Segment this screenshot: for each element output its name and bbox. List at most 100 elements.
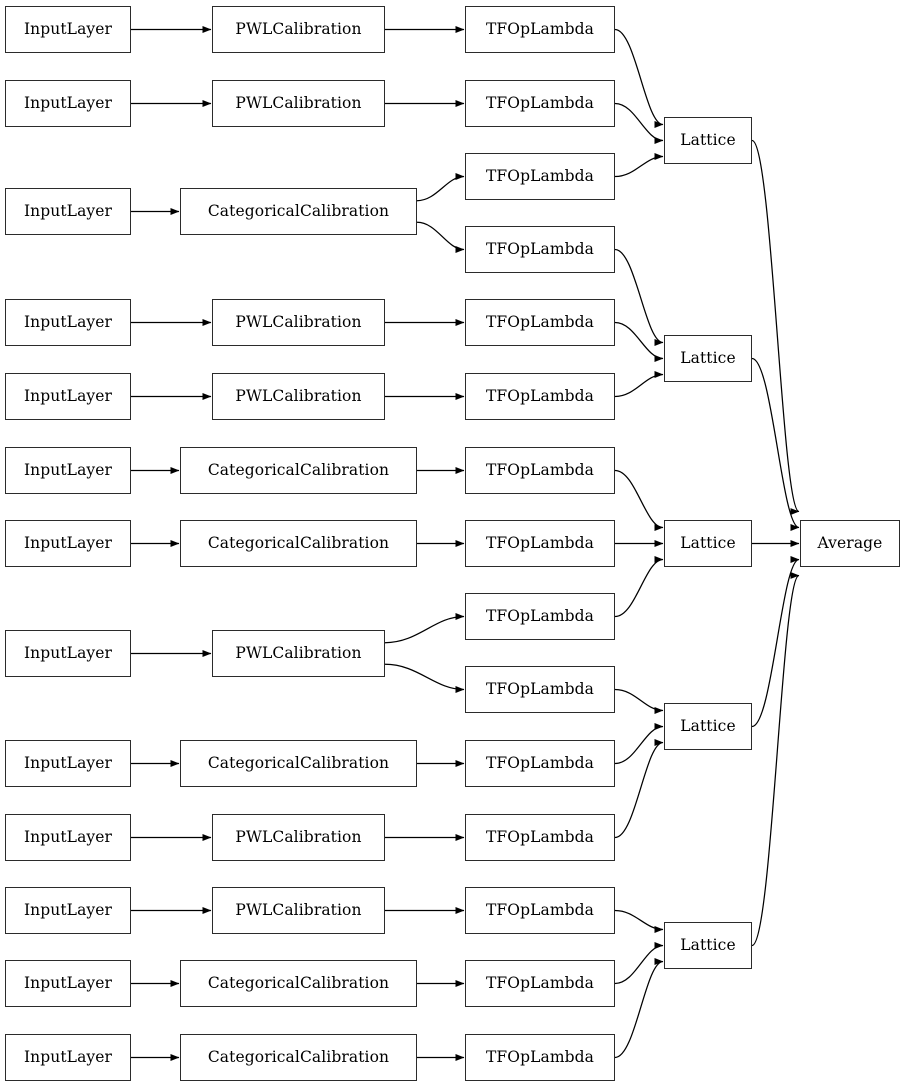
node-pwl-cal4[interactable]: PWLCalibration — [212, 373, 385, 420]
node-lattice-lat4[interactable]: Lattice — [664, 922, 752, 969]
node-label: TFOpLambda — [485, 312, 595, 331]
edge-cal2-to-op2 — [416, 173, 465, 202]
node-input-in11[interactable]: InputLayer — [5, 960, 131, 1007]
node-op-op3[interactable]: TFOpLambda — [465, 226, 615, 273]
node-label: TFOpLambda — [485, 973, 595, 992]
node-label: Lattice — [680, 533, 736, 552]
edge-op10-to-lat3 — [614, 723, 664, 765]
node-label: TFOpLambda — [485, 753, 595, 772]
node-op-op13[interactable]: TFOpLambda — [465, 960, 615, 1007]
node-input-in3[interactable]: InputLayer — [5, 299, 131, 346]
node-lattice-lat0[interactable]: Lattice — [664, 117, 752, 164]
node-label: TFOpLambda — [485, 900, 595, 919]
node-cat-cal2[interactable]: CategoricalCalibration — [180, 188, 417, 235]
node-cat-cal11[interactable]: CategoricalCalibration — [180, 960, 417, 1007]
node-pwl-cal9[interactable]: PWLCalibration — [212, 814, 385, 861]
edge-cal7-to-op8 — [384, 613, 465, 644]
edge-op11-to-lat3 — [614, 739, 664, 839]
node-input-in12[interactable]: InputLayer — [5, 1034, 131, 1081]
edge-op6-to-lat2 — [614, 469, 664, 531]
node-lattice-lat1[interactable]: Lattice — [664, 335, 752, 382]
node-op-op10[interactable]: TFOpLambda — [465, 740, 615, 787]
node-input-in9[interactable]: InputLayer — [5, 814, 131, 861]
node-label: Lattice — [680, 935, 736, 954]
node-label: Lattice — [680, 348, 736, 367]
node-input-in2[interactable]: InputLayer — [5, 188, 131, 235]
node-op-op1[interactable]: TFOpLambda — [465, 80, 615, 127]
node-label: TFOpLambda — [485, 679, 595, 698]
node-input-in10[interactable]: InputLayer — [5, 887, 131, 934]
node-label: TFOpLambda — [485, 93, 595, 112]
node-label: TFOpLambda — [485, 166, 595, 185]
node-label: TFOpLambda — [485, 533, 595, 552]
node-cat-cal12[interactable]: CategoricalCalibration — [180, 1034, 417, 1081]
node-label: InputLayer — [23, 643, 113, 662]
node-label: CategoricalCalibration — [207, 1047, 390, 1066]
node-label: Lattice — [680, 130, 736, 149]
node-pwl-cal3[interactable]: PWLCalibration — [212, 299, 385, 346]
node-op-op12[interactable]: TFOpLambda — [465, 887, 615, 934]
node-label: InputLayer — [23, 1047, 113, 1066]
node-output-avg[interactable]: Average — [800, 520, 900, 567]
node-label: InputLayer — [23, 460, 113, 479]
node-op-op8[interactable]: TFOpLambda — [465, 593, 615, 640]
node-label: PWLCalibration — [235, 643, 362, 662]
edge-lat4-to-avg — [751, 572, 800, 947]
node-label: InputLayer — [23, 201, 113, 220]
edge-cal7-to-op9 — [384, 663, 465, 693]
node-input-in7[interactable]: InputLayer — [5, 630, 131, 677]
node-op-op0[interactable]: TFOpLambda — [465, 6, 615, 53]
edge-op13-to-lat4 — [614, 942, 664, 985]
node-label: TFOpLambda — [485, 606, 595, 625]
node-lattice-lat2[interactable]: Lattice — [664, 520, 752, 567]
node-label: CategoricalCalibration — [207, 753, 390, 772]
node-pwl-cal0[interactable]: PWLCalibration — [212, 6, 385, 53]
node-label: TFOpLambda — [485, 827, 595, 846]
node-input-in0[interactable]: InputLayer — [5, 6, 131, 53]
node-input-in8[interactable]: InputLayer — [5, 740, 131, 787]
node-label: PWLCalibration — [235, 93, 362, 112]
edge-lat0-to-avg — [751, 139, 800, 515]
edge-op0-to-lat0 — [614, 28, 664, 128]
node-label: TFOpLambda — [485, 1047, 595, 1066]
edge-op1-to-lat0 — [614, 102, 664, 144]
edge-op5-to-lat1 — [614, 370, 664, 398]
node-op-op2[interactable]: TFOpLambda — [465, 153, 615, 200]
node-label: CategoricalCalibration — [207, 460, 390, 479]
node-label: InputLayer — [23, 827, 113, 846]
node-op-op9[interactable]: TFOpLambda — [465, 666, 615, 713]
node-label: InputLayer — [23, 753, 113, 772]
node-input-in1[interactable]: InputLayer — [5, 80, 131, 127]
node-input-in4[interactable]: InputLayer — [5, 373, 131, 420]
node-label: TFOpLambda — [485, 386, 595, 405]
node-label: InputLayer — [23, 533, 113, 552]
node-pwl-cal1[interactable]: PWLCalibration — [212, 80, 385, 127]
node-label: CategoricalCalibration — [207, 533, 390, 552]
node-label: CategoricalCalibration — [207, 973, 390, 992]
node-op-op11[interactable]: TFOpLambda — [465, 814, 615, 861]
node-cat-cal6[interactable]: CategoricalCalibration — [180, 520, 417, 567]
node-input-in5[interactable]: InputLayer — [5, 447, 131, 494]
node-input-in6[interactable]: InputLayer — [5, 520, 131, 567]
node-op-op7[interactable]: TFOpLambda — [465, 520, 615, 567]
node-label: TFOpLambda — [485, 19, 595, 38]
edge-op4-to-lat1 — [614, 321, 664, 362]
node-lattice-lat3[interactable]: Lattice — [664, 703, 752, 750]
edge-op12-to-lat4 — [614, 909, 664, 934]
node-op-op14[interactable]: TFOpLambda — [465, 1034, 615, 1081]
node-op-op4[interactable]: TFOpLambda — [465, 299, 615, 346]
node-pwl-cal7[interactable]: PWLCalibration — [212, 630, 385, 677]
node-label: PWLCalibration — [235, 312, 362, 331]
node-cat-cal5[interactable]: CategoricalCalibration — [180, 447, 417, 494]
node-label: Average — [817, 533, 883, 552]
edge-op8-to-lat2 — [614, 556, 664, 618]
node-cat-cal8[interactable]: CategoricalCalibration — [180, 740, 417, 787]
node-label: TFOpLambda — [485, 460, 595, 479]
node-op-op6[interactable]: TFOpLambda — [465, 447, 615, 494]
node-op-op5[interactable]: TFOpLambda — [465, 373, 615, 420]
node-label: PWLCalibration — [235, 19, 362, 38]
node-pwl-cal10[interactable]: PWLCalibration — [212, 887, 385, 934]
edge-cal2-to-op3 — [416, 221, 465, 253]
node-label: InputLayer — [23, 900, 113, 919]
